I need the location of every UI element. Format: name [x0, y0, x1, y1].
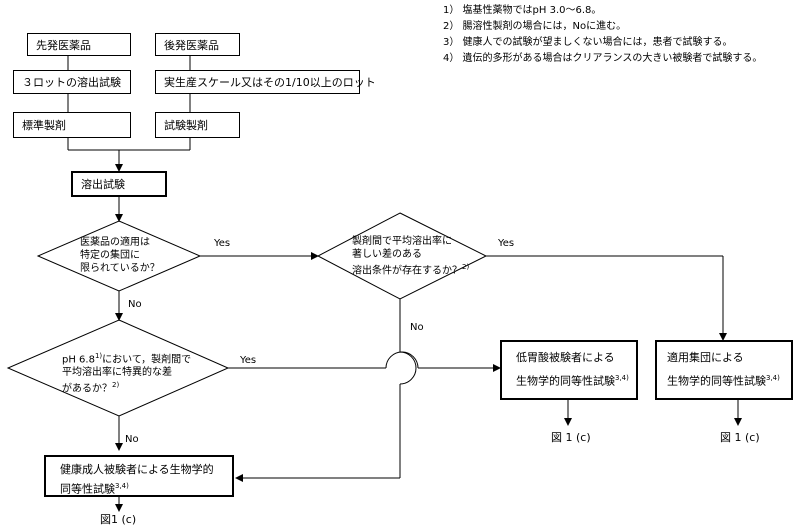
- edge-label-d1-no: No: [128, 299, 142, 310]
- decision-1-text: 医薬品の適用は 特定の集団に 限られているか？: [80, 237, 160, 274]
- decision-2-text: 製剤間で平均溶出率に 著しい差のある 溶出条件が存在するか？2): [352, 236, 470, 277]
- three-lot-dissolution-box: ３ロットの溶出試験: [13, 70, 131, 94]
- reference-product-box: 標準製剤: [13, 112, 131, 138]
- edge-label-d3-no: No: [125, 434, 139, 445]
- edge-label-d2-yes: Yes: [498, 238, 515, 249]
- figure-ref-applied: 図 1 (c): [720, 431, 760, 444]
- low-acid-be-study-box: 低胃酸被験者による 生物学的同等性試験3,4): [500, 340, 638, 400]
- innovator-drug-box: 先発医薬品: [27, 33, 131, 56]
- edge-label-d3-yes: Yes: [240, 355, 257, 366]
- applied-population-be-study-box: 適用集団による 生物学的同等性試験3,4): [655, 340, 793, 400]
- footnote-1: 1） 塩基性薬物ではpH 3.0～6.8。: [443, 5, 602, 16]
- dissolution-test-box: 溶出試験: [71, 171, 167, 197]
- figure-ref-low-acid: 図 1 (c): [551, 431, 591, 444]
- healthy-adult-be-study-box: 健康成人被験者による生物学的 同等性試験3,4): [44, 455, 234, 497]
- test-product-box: 試験製剤: [155, 112, 240, 138]
- edge-label-d1-yes: Yes: [214, 238, 231, 249]
- footnote-4: 4） 遺伝的多形がある場合はクリアランスの大きい被験者で試験する。: [443, 53, 763, 64]
- generic-drug-box: 後発医薬品: [155, 33, 240, 56]
- production-scale-lot-box: 実生産スケール又はその1/10以上のロット: [155, 70, 376, 94]
- figure-ref-healthy: 図1 (c): [100, 513, 137, 526]
- footnote-2: 2） 腸溶性製剤の場合には，Noに進む。: [443, 21, 627, 32]
- decision-3-text: pH 6.81)において，製剤間で 平均溶出率に特異的な差 があるか？2): [62, 352, 192, 395]
- footnote-3: 3） 健康人での試験が望ましくない場合には，患者で試験する。: [443, 37, 733, 48]
- edge-label-d2-no: No: [410, 322, 424, 333]
